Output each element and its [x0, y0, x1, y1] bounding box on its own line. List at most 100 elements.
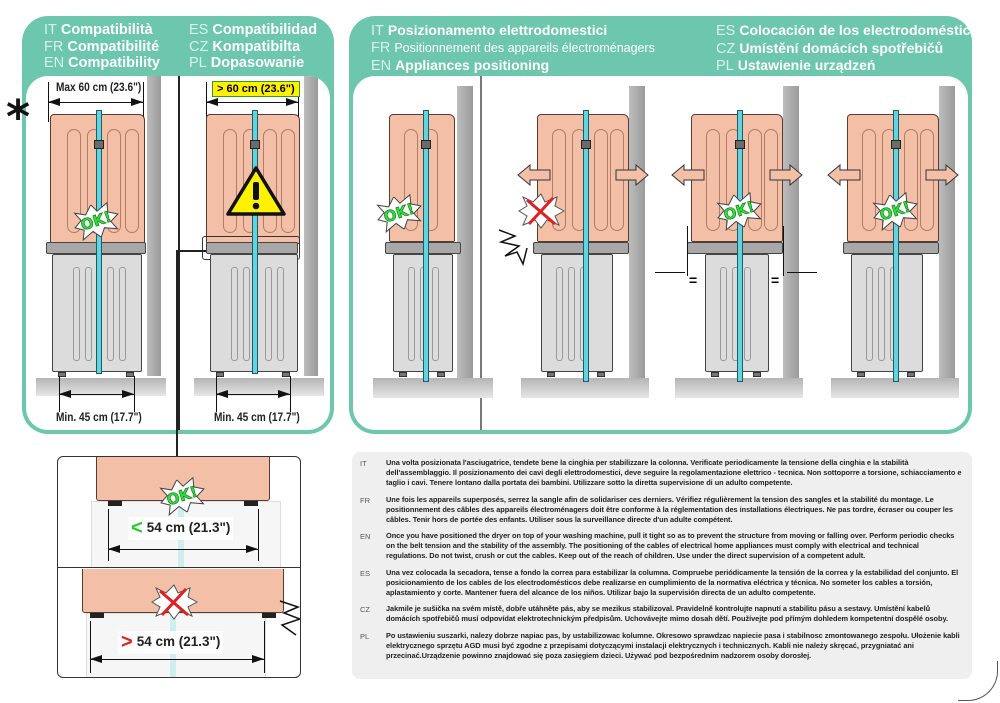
- safety-strap: [252, 110, 258, 374]
- gap-arrow-left: [655, 272, 685, 273]
- oversize-width-label: > 60 cm (23.6"): [212, 81, 300, 97]
- spacing-arrow: [108, 545, 258, 553]
- foot: [907, 372, 915, 377]
- push-left-arrow-icon: [827, 163, 861, 191]
- dryer-foot: [108, 501, 122, 506]
- strap-buckle: [891, 140, 901, 149]
- ok-badge: OK!: [154, 472, 210, 519]
- spacing-arrow: [90, 655, 264, 663]
- push-right-arrow-icon: [615, 163, 649, 191]
- dryer-foot: [90, 613, 104, 618]
- safety-strap: [893, 110, 899, 382]
- dimension-tick: [143, 82, 144, 122]
- callout-connector: [176, 250, 178, 457]
- push-left-arrow-icon: [517, 163, 551, 191]
- impact-lines-icon: [276, 599, 300, 644]
- callout-connector: [176, 250, 206, 252]
- positioning-figure-3: OK! = =: [655, 76, 817, 430]
- foot: [753, 372, 761, 377]
- wall: [629, 86, 645, 386]
- stacking-kit-plate: [533, 242, 629, 254]
- foot: [437, 372, 445, 377]
- foot: [282, 372, 290, 377]
- foot: [711, 372, 719, 377]
- figure-divider: [480, 76, 482, 430]
- floor: [373, 378, 493, 398]
- warning-triangle-icon: [226, 166, 286, 221]
- washing-machine: [851, 254, 923, 372]
- wall: [783, 86, 799, 386]
- impact-lines-icon: [497, 226, 537, 271]
- equal-gap-mark: =: [771, 272, 780, 288]
- foot: [857, 372, 865, 377]
- foot: [58, 372, 66, 377]
- foot: [126, 372, 134, 377]
- asterisk-note-marker: *: [6, 90, 31, 144]
- dimension-tick: [298, 82, 299, 122]
- dimension-tick: [134, 376, 135, 412]
- stacking-kit-plate: [687, 242, 783, 254]
- figure-incompatible-stack: > 60 cm (23.6") Min. 45 cm (17.7"): [194, 76, 330, 430]
- wall: [457, 86, 473, 386]
- max-width-label: Max 60 cm (23.6"): [56, 82, 142, 94]
- floor: [521, 378, 649, 398]
- push-right-arrow-icon: [925, 163, 959, 191]
- push-left-arrow-icon: [671, 163, 705, 191]
- positioning-figures: OK! OK! = = OK!: [353, 76, 968, 430]
- floor: [831, 378, 959, 398]
- ok-badge: OK!: [711, 187, 767, 234]
- dryer-foot: [262, 613, 276, 618]
- not-ok-crossed-badge: [150, 583, 199, 626]
- dryer-foot: [244, 501, 258, 506]
- safety-strap: [583, 110, 589, 382]
- equal-gap-mark: =: [689, 272, 698, 288]
- compatibility-figures: Max 60 cm (23.6") OK! Min. 45 cm (17.7"): [26, 76, 330, 430]
- foot: [597, 372, 605, 377]
- wall: [939, 86, 955, 386]
- foot: [216, 372, 224, 377]
- foot: [399, 372, 407, 377]
- strap-buckle: [421, 140, 431, 149]
- push-right-arrow-icon: [769, 163, 803, 191]
- strap-buckle: [94, 140, 104, 149]
- spacing-greater-than-label: >54 cm (21.3"): [118, 631, 224, 654]
- ok-badge: OK!: [371, 189, 427, 236]
- gap-arrow-right: [787, 272, 817, 273]
- width-dimension-arrow: [206, 98, 298, 106]
- ok-badge: OK!: [867, 187, 923, 234]
- dimension-tick: [290, 376, 291, 412]
- inset-bad-case: >54 cm (21.3"): [58, 569, 300, 677]
- not-ok-crossed-badge: [517, 192, 566, 235]
- figure-compatible-stack: Max 60 cm (23.6") OK! Min. 45 cm (17.7"): [36, 76, 176, 430]
- safety-strap: [737, 110, 743, 382]
- ok-badge: OK!: [68, 197, 124, 244]
- spacing-less-than-label: <54 cm (21.3"): [128, 517, 234, 540]
- figure-divider: [178, 76, 180, 430]
- positioning-figure-1: OK!: [373, 76, 513, 430]
- safety-strap: [423, 110, 429, 382]
- min-width-label: Min. 45 cm (17.7"): [214, 412, 300, 424]
- inset-ok-case: OK! <54 cm (21.3"): [58, 457, 300, 567]
- stacking-kit-plate: [843, 242, 939, 254]
- min-width-arrow: [59, 390, 134, 398]
- foot: [547, 372, 555, 377]
- floor: [675, 378, 803, 398]
